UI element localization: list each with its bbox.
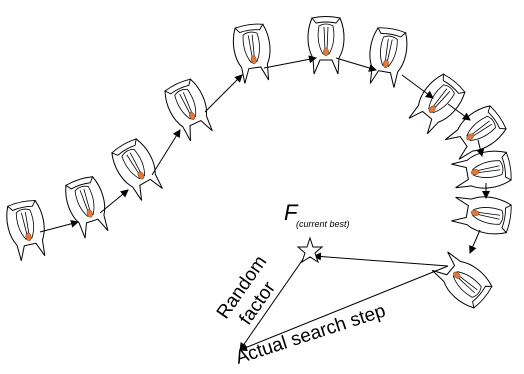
chain-link-arrow <box>205 75 242 112</box>
salp-icon <box>231 22 275 84</box>
salp-icon <box>308 17 344 75</box>
salp-icon <box>62 174 114 240</box>
chain-arrows <box>40 58 486 253</box>
leader-to-best-arrow <box>314 256 448 266</box>
random-factor-label: Random factor <box>213 252 289 336</box>
chain-link-arrow <box>470 230 480 253</box>
salp-icon <box>108 136 168 204</box>
salp-icon <box>161 76 218 143</box>
best-label-subscript: (current best) <box>296 219 350 229</box>
salp-icon <box>3 198 50 262</box>
salp-icon <box>450 191 513 236</box>
salp-icon <box>364 26 409 89</box>
chain-link-arrow <box>40 222 78 232</box>
chain-link-arrow <box>152 130 180 175</box>
chain-link-arrow <box>264 58 316 68</box>
star-icon <box>298 238 322 262</box>
salp-icon <box>428 247 495 312</box>
